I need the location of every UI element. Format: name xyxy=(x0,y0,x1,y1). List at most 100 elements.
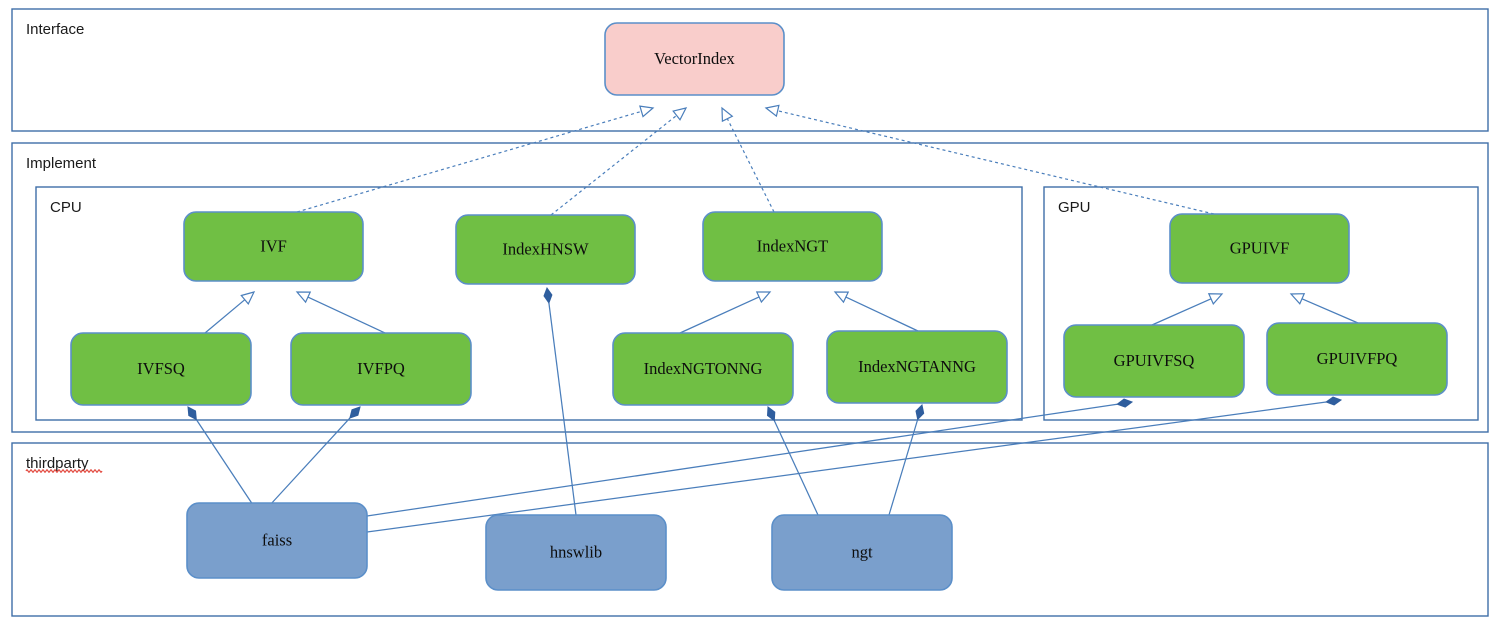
edge-IndexHNSW-to-VectorIndex xyxy=(550,107,688,216)
class-node-VectorIndex[interactable]: VectorIndex xyxy=(604,22,785,96)
node-box-GPUIVF[interactable] xyxy=(1169,213,1350,284)
edge-faiss-to-IVFPQ xyxy=(269,406,361,506)
node-box-ngt[interactable] xyxy=(771,514,953,591)
solid-diamond-icon xyxy=(766,406,776,422)
node-label-hnswlib: hnswlib xyxy=(550,542,602,561)
edge-line xyxy=(845,296,919,332)
class-node-faiss[interactable]: faiss xyxy=(186,502,368,579)
edge-faiss-to-GPUIVFPQ xyxy=(366,396,1343,533)
class-node-IndexHNSW[interactable]: IndexHNSW xyxy=(455,214,636,285)
node-label-VectorIndex: VectorIndex xyxy=(654,49,735,68)
node-label-IVFPQ: IVFPQ xyxy=(357,359,405,378)
class-node-IVF[interactable]: IVF xyxy=(183,211,364,282)
edge-IndexNGT-to-VectorIndex xyxy=(721,106,775,213)
solid-diamond-icon xyxy=(187,406,197,421)
solid-diamond-icon xyxy=(1325,396,1343,406)
node-box-GPUIVFSQ[interactable] xyxy=(1063,324,1245,398)
edge-line xyxy=(204,299,246,334)
edge-faiss-to-IVFSQ xyxy=(187,406,254,506)
edge-line xyxy=(366,401,1327,533)
hollow-triangle-arrow-icon xyxy=(639,105,655,118)
edge-line xyxy=(269,417,351,506)
hollow-triangle-arrow-icon xyxy=(721,106,734,123)
edge-IndexNGTONNG-to-IndexNGT xyxy=(679,291,772,334)
solid-diamond-icon xyxy=(349,406,361,419)
edge-GPUIVFPQ-to-GPUIVF xyxy=(1289,293,1359,324)
class-node-ngt[interactable]: ngt xyxy=(771,514,953,591)
solid-diamond-icon xyxy=(543,286,553,304)
edge-IVFSQ-to-IVF xyxy=(204,291,256,334)
hollow-triangle-arrow-icon xyxy=(240,291,256,306)
class-node-IVFPQ[interactable]: IVFPQ xyxy=(290,332,472,406)
edge-line xyxy=(366,403,1118,517)
hollow-triangle-arrow-icon xyxy=(672,107,688,121)
node-label-IndexNGTANNG: IndexNGTANNG xyxy=(858,357,976,376)
edge-GPUIVFSQ-to-GPUIVF xyxy=(1151,293,1224,326)
node-box-IndexNGT[interactable] xyxy=(702,211,883,282)
edge-line xyxy=(1151,298,1212,326)
solid-diamond-icon xyxy=(1116,398,1134,408)
class-node-IndexNGTONNG[interactable]: IndexNGTONNG xyxy=(612,332,794,406)
node-label-IVF: IVF xyxy=(260,236,287,255)
hollow-triangle-arrow-icon xyxy=(1289,293,1306,305)
group-label-implement: Implement xyxy=(26,155,97,172)
class-node-hnswlib[interactable]: hnswlib xyxy=(485,514,667,591)
edge-line xyxy=(1301,298,1359,324)
node-box-GPUIVFPQ[interactable] xyxy=(1266,322,1448,396)
node-box-IndexNGTONNG[interactable] xyxy=(612,332,794,406)
group-label-gpu: GPU xyxy=(1058,199,1091,216)
edge-hnswlib-to-IndexHNSW xyxy=(543,286,577,516)
edge-line xyxy=(777,110,1215,215)
node-label-GPUIVFSQ: GPUIVFSQ xyxy=(1114,351,1195,370)
node-label-IndexHNSW: IndexHNSW xyxy=(502,239,589,258)
edge-GPUIVF-to-VectorIndex xyxy=(764,104,1215,215)
class-node-IndexNGTANNG[interactable]: IndexNGTANNG xyxy=(826,330,1008,404)
hollow-triangle-arrow-icon xyxy=(755,291,772,304)
node-label-GPUIVF: GPUIVF xyxy=(1230,238,1290,257)
class-node-IndexNGT[interactable]: IndexNGT xyxy=(702,211,883,282)
solid-diamond-icon xyxy=(915,403,925,421)
class-node-GPUIVF[interactable]: GPUIVF xyxy=(1169,213,1350,284)
edge-ngt-to-IndexNGTONNG xyxy=(766,406,819,516)
edge-line xyxy=(726,118,775,213)
node-label-IndexNGT: IndexNGT xyxy=(757,236,828,255)
class-node-GPUIVFSQ[interactable]: GPUIVFSQ xyxy=(1063,324,1245,398)
group-label-cpu: CPU xyxy=(50,199,82,216)
node-label-GPUIVFPQ: GPUIVFPQ xyxy=(1317,349,1398,368)
spellcheck-underline-icon xyxy=(25,469,103,473)
edge-line xyxy=(548,302,577,516)
node-box-IndexHNSW[interactable] xyxy=(455,214,636,285)
hollow-triangle-arrow-icon xyxy=(1207,293,1224,305)
class-node-IVFSQ[interactable]: IVFSQ xyxy=(70,332,252,406)
node-box-IVF[interactable] xyxy=(183,211,364,282)
edge-ngt-to-IndexNGTANNG xyxy=(888,403,925,516)
node-box-IndexNGTANNG[interactable] xyxy=(826,330,1008,404)
edge-IVFPQ-to-IVF xyxy=(295,291,386,334)
hollow-triangle-arrow-icon xyxy=(833,291,850,304)
edge-line xyxy=(773,420,819,516)
node-box-IVFSQ[interactable] xyxy=(70,332,252,406)
group-label-interface: Interface xyxy=(26,21,84,38)
node-label-faiss: faiss xyxy=(262,530,292,549)
node-label-ngt: ngt xyxy=(851,542,873,561)
edge-IndexNGTANNG-to-IndexNGT xyxy=(833,291,919,332)
node-box-faiss[interactable] xyxy=(186,502,368,579)
group-label-thirdparty: thirdparty xyxy=(26,455,89,472)
edge-line xyxy=(888,419,919,516)
class-node-GPUIVFPQ[interactable]: GPUIVFPQ xyxy=(1266,322,1448,396)
node-label-IVFSQ: IVFSQ xyxy=(137,359,185,378)
edge-faiss-to-GPUIVFSQ xyxy=(366,398,1134,517)
edge-IVF-to-VectorIndex xyxy=(296,105,655,213)
edge-line xyxy=(679,296,760,334)
edge-line xyxy=(195,419,254,506)
edge-line xyxy=(307,296,386,334)
node-box-hnswlib[interactable] xyxy=(485,514,667,591)
node-box-IVFPQ[interactable] xyxy=(290,332,472,406)
hollow-triangle-arrow-icon xyxy=(764,104,780,118)
node-box-VectorIndex[interactable] xyxy=(604,22,785,96)
edge-line xyxy=(550,114,677,216)
relationship-edges xyxy=(187,104,1359,533)
